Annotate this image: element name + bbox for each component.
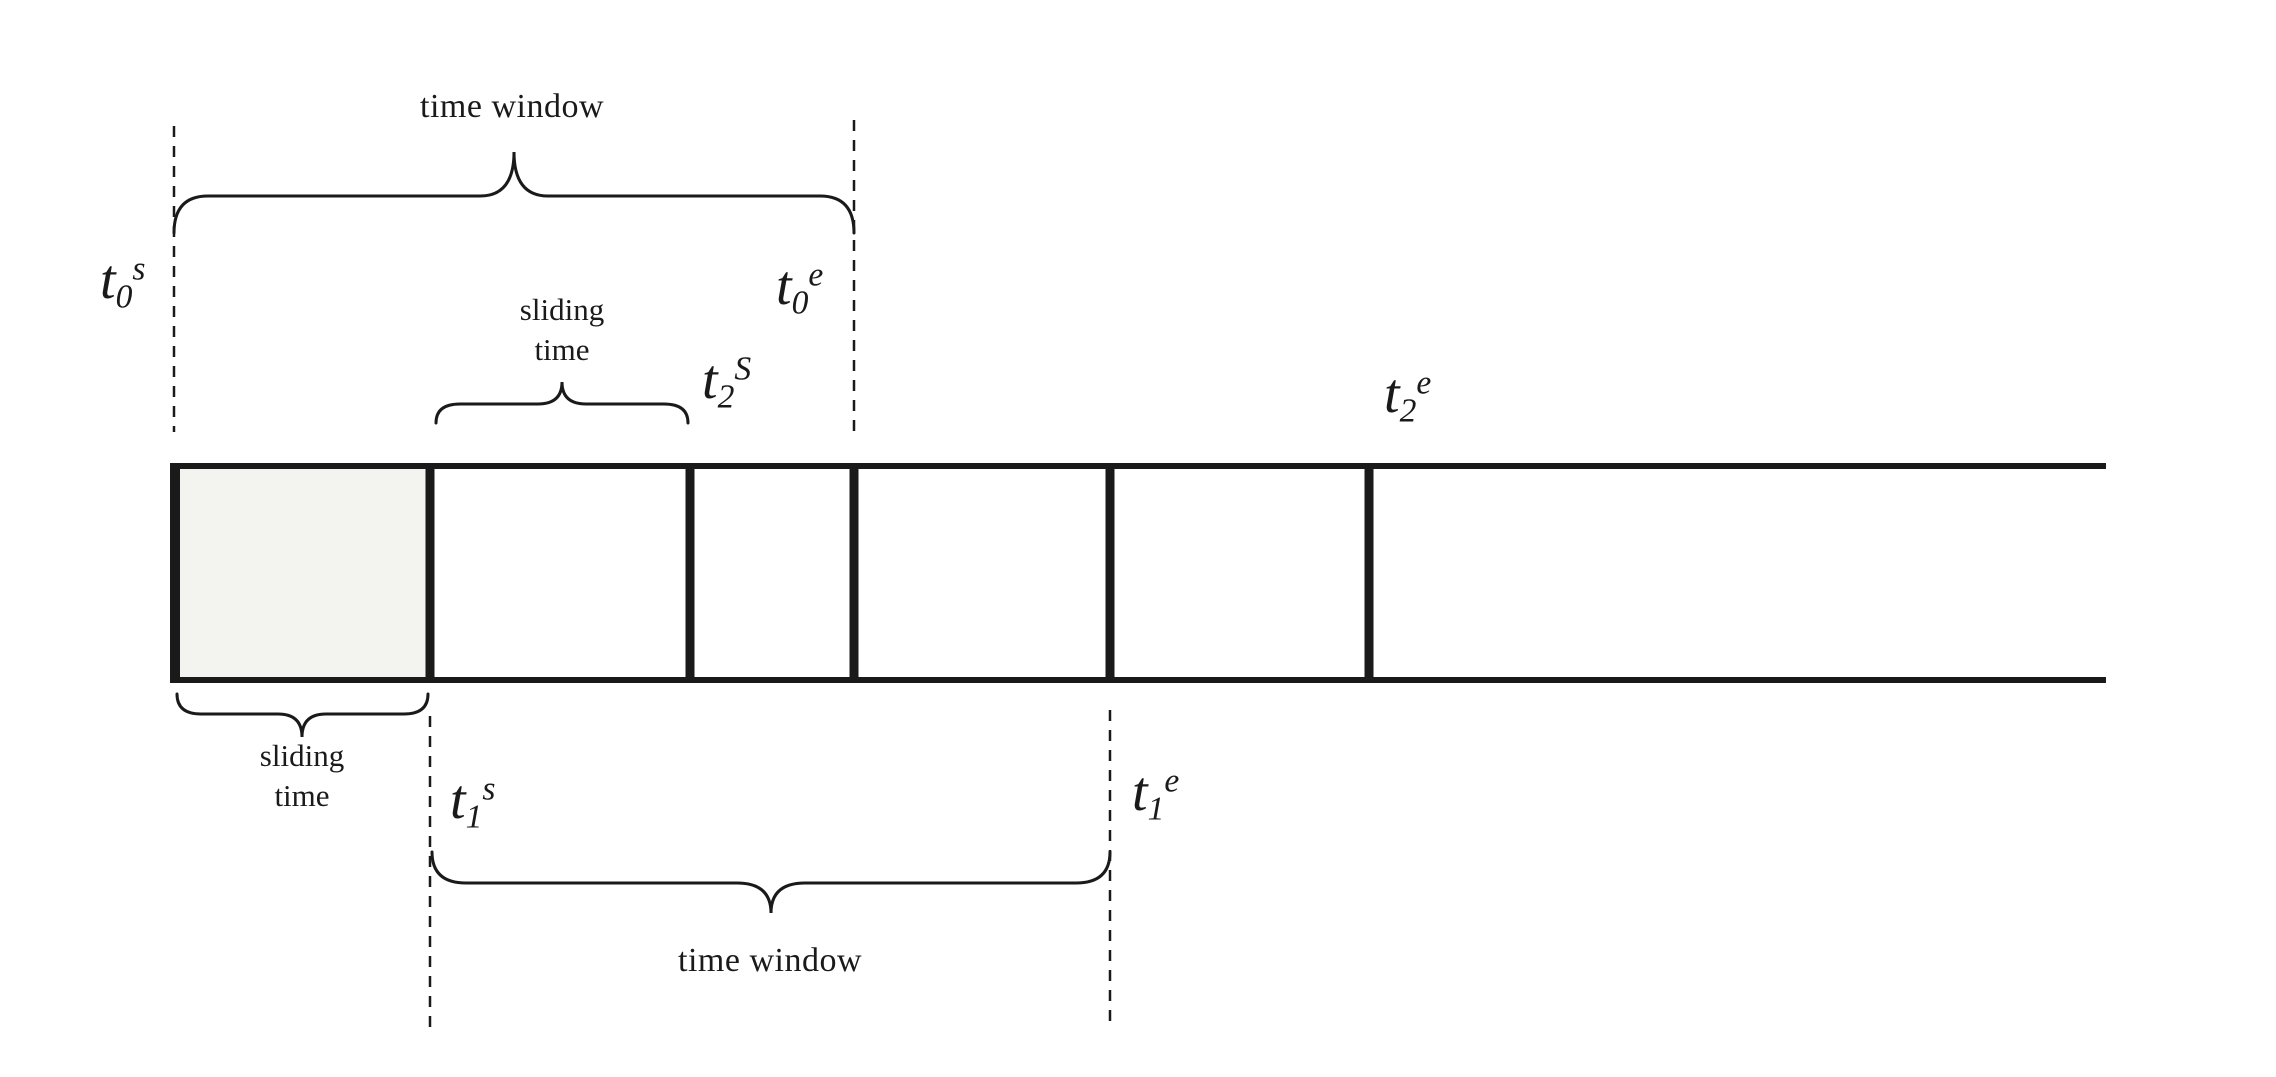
sliding-time-bottom-line1: sliding [259, 738, 345, 773]
label-t1e-sub: 1 [1147, 790, 1165, 828]
sliding-time-bottom-line2: time [274, 778, 330, 814]
label-t0e-sup: e [808, 256, 824, 294]
label-t0e-sub: 0 [791, 284, 809, 322]
label-t2e: t2e [1384, 366, 1431, 428]
label-t2s: t2S [702, 352, 751, 414]
shaded-segment [179, 469, 426, 677]
label-t1e-base: t [1132, 761, 1148, 823]
label-t0s-base: t [100, 249, 116, 311]
label-t1s-sub: 1 [465, 798, 483, 836]
brace-sliding-time-bottom [175, 692, 430, 738]
label-t0e-base: t [776, 255, 792, 317]
sliding-time-top-line2: time [534, 332, 590, 368]
label-t2s-base: t [702, 349, 718, 411]
sliding-time-top-line1: sliding [519, 292, 605, 327]
label-t2s-sub: 2 [717, 378, 735, 416]
label-t1s-sup: s [482, 770, 496, 808]
label-t1e-sup: e [1164, 762, 1180, 800]
label-t1s: t1s [450, 772, 495, 834]
label-t2e-sub: 2 [1399, 392, 1417, 430]
label-t2e-sup: e [1416, 364, 1432, 402]
time-window-top-label: time window [420, 88, 604, 125]
label-t0s-sup: s [132, 250, 146, 288]
time-window-bottom-label: time window [678, 942, 862, 979]
label-t2e-base: t [1384, 363, 1400, 425]
label-t2s-sup: S [734, 350, 752, 388]
brace-time-window-bottom [430, 850, 1112, 914]
sliding-time-top-label: sliding time [520, 290, 604, 371]
label-t0s: t0s [100, 252, 145, 314]
label-t1s-base: t [450, 769, 466, 831]
brace-time-window-top [172, 151, 856, 235]
sliding-time-bottom-label: sliding time [260, 736, 344, 817]
label-t0s-sub: 0 [115, 278, 133, 316]
brace-sliding-time-top [434, 381, 690, 425]
label-t0e: t0e [776, 258, 823, 320]
label-t1e: t1e [1132, 764, 1179, 826]
